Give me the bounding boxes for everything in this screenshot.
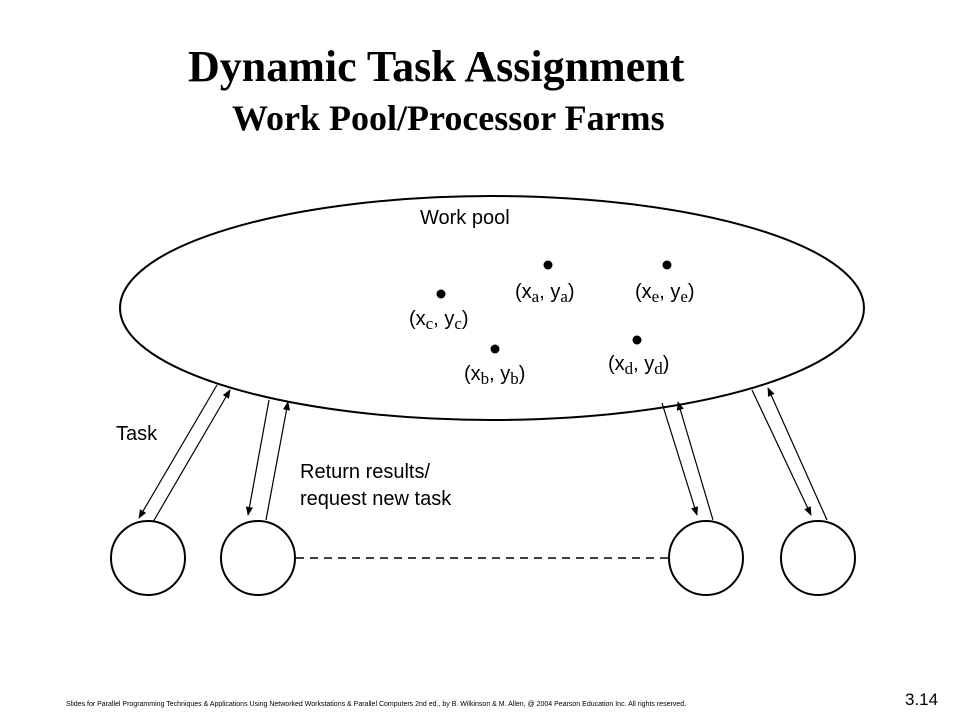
task-arrow-4	[751, 389, 812, 516]
y-subscript: d	[654, 359, 663, 378]
processor-2	[220, 520, 296, 596]
task-coordinate-e: (xe, ye)	[635, 281, 695, 306]
task-label: Task	[116, 423, 158, 445]
y-subscript: a	[560, 287, 568, 306]
y-subscript: e	[680, 287, 688, 306]
copyright-footer: Slides for Parallel Programming Techniqu…	[66, 701, 687, 708]
x-subscript: c	[425, 314, 434, 333]
task-arrow-1	[138, 384, 218, 519]
slide-title: Dynamic Task Assignment	[188, 42, 685, 91]
x-subscript: b	[480, 369, 490, 388]
result-arrow-2	[265, 401, 291, 521]
slide-subtitle: Work Pool/Processor Farms	[232, 98, 665, 138]
result-arrow-4	[767, 387, 828, 521]
task-arrow-3	[661, 402, 699, 516]
task-coordinate-a: (xa, ya)	[515, 281, 575, 306]
task-dot-b	[490, 344, 500, 354]
task-coordinate-b: (xb, yb)	[464, 363, 526, 388]
result-arrow-3	[676, 401, 714, 521]
task-coordinate-d: (xd, yd)	[608, 353, 670, 378]
task-arrow-2	[245, 399, 270, 516]
task-dot-c	[436, 289, 446, 299]
return-results-label-line1: Return results/	[300, 461, 431, 483]
processor-1	[110, 520, 186, 596]
y-subscript: b	[510, 369, 519, 388]
result-arrow-1	[152, 389, 231, 523]
task-coordinate-c: (xc, yc)	[409, 308, 469, 333]
return-results-label-line2: request new task	[300, 488, 452, 510]
task-dot-e	[662, 260, 672, 270]
slide-number: 3.14	[905, 690, 939, 709]
y-subscript: c	[454, 314, 462, 333]
x-subscript: d	[624, 359, 634, 378]
work-pool-label: Work pool	[420, 207, 510, 229]
processor-4	[780, 520, 856, 596]
work-pool-ellipse	[119, 195, 865, 421]
processor-3	[668, 520, 744, 596]
x-subscript: a	[531, 287, 540, 306]
task-dot-a	[543, 260, 553, 270]
x-subscript: e	[651, 287, 660, 306]
task-dot-d	[632, 335, 642, 345]
